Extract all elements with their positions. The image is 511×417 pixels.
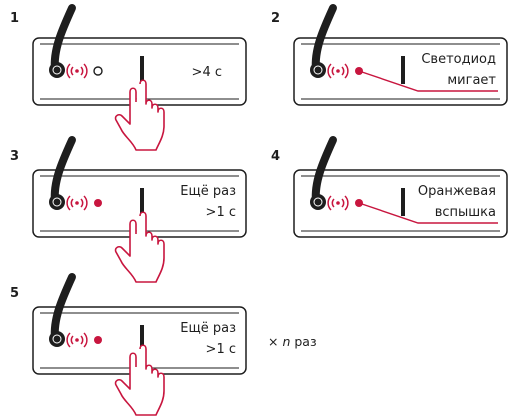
device-body xyxy=(293,169,508,238)
step-label-line-1: Ещё раз xyxy=(180,184,236,199)
led-callout-line xyxy=(358,70,498,92)
step-2: 2 Светодиод мигает xyxy=(271,4,508,106)
step-number: 5 xyxy=(10,286,19,301)
wireless-signal-icon xyxy=(327,195,349,211)
step-label-line-2: >1 с xyxy=(206,342,236,357)
step-1: 1 >4 с xyxy=(10,4,247,151)
repeat-note-n: n xyxy=(282,334,290,349)
step-label-line-1: Светодиод xyxy=(421,52,496,67)
step-label-line-1: Оранжевая xyxy=(418,184,496,199)
device-body xyxy=(293,37,508,106)
cable-plug-ring xyxy=(52,197,62,207)
repeat-note-suffix: раз xyxy=(290,334,316,349)
step-label-line-2: вспышка xyxy=(435,205,496,220)
cable-plug-ring xyxy=(313,65,323,75)
led-indicator-icon xyxy=(93,66,103,76)
wireless-signal-icon xyxy=(66,63,88,79)
led-indicator-icon xyxy=(94,199,102,207)
step-label-line-2: >1 с xyxy=(206,205,236,220)
led-callout-line xyxy=(358,202,498,224)
step-5: 5 Ещё раз >1 с × n раз xyxy=(10,273,317,416)
cable-plug xyxy=(49,194,65,210)
pointing-hand-icon xyxy=(114,79,165,151)
cable-plug xyxy=(310,62,326,78)
repeat-note-prefix: × xyxy=(268,334,282,349)
step-number: 4 xyxy=(271,149,280,164)
led-indicator-icon xyxy=(94,336,102,344)
step-number: 3 xyxy=(10,149,19,164)
step-label: >4 с xyxy=(192,65,222,80)
repeat-note: × n раз xyxy=(268,334,317,349)
wireless-signal-icon xyxy=(66,195,88,211)
step-3: 3 Ещё раз >1 с xyxy=(10,136,247,283)
wireless-signal-icon xyxy=(66,332,88,348)
cable-plug-ring xyxy=(52,65,62,75)
cable-plug xyxy=(310,194,326,210)
cable-plug-ring xyxy=(313,197,323,207)
step-4: 4 Оранжевая вспышка xyxy=(271,136,508,238)
step-number: 2 xyxy=(271,11,280,26)
wireless-signal-icon xyxy=(327,63,349,79)
pointing-hand-icon xyxy=(114,211,165,283)
cable-plug xyxy=(49,62,65,78)
cable-plug-ring xyxy=(52,334,62,344)
cable-plug xyxy=(49,331,65,347)
step-label-line-2: мигает xyxy=(447,73,496,88)
step-number: 1 xyxy=(10,11,19,26)
pointing-hand-icon xyxy=(114,344,165,416)
step-label-line-1: Ещё раз xyxy=(180,321,236,336)
